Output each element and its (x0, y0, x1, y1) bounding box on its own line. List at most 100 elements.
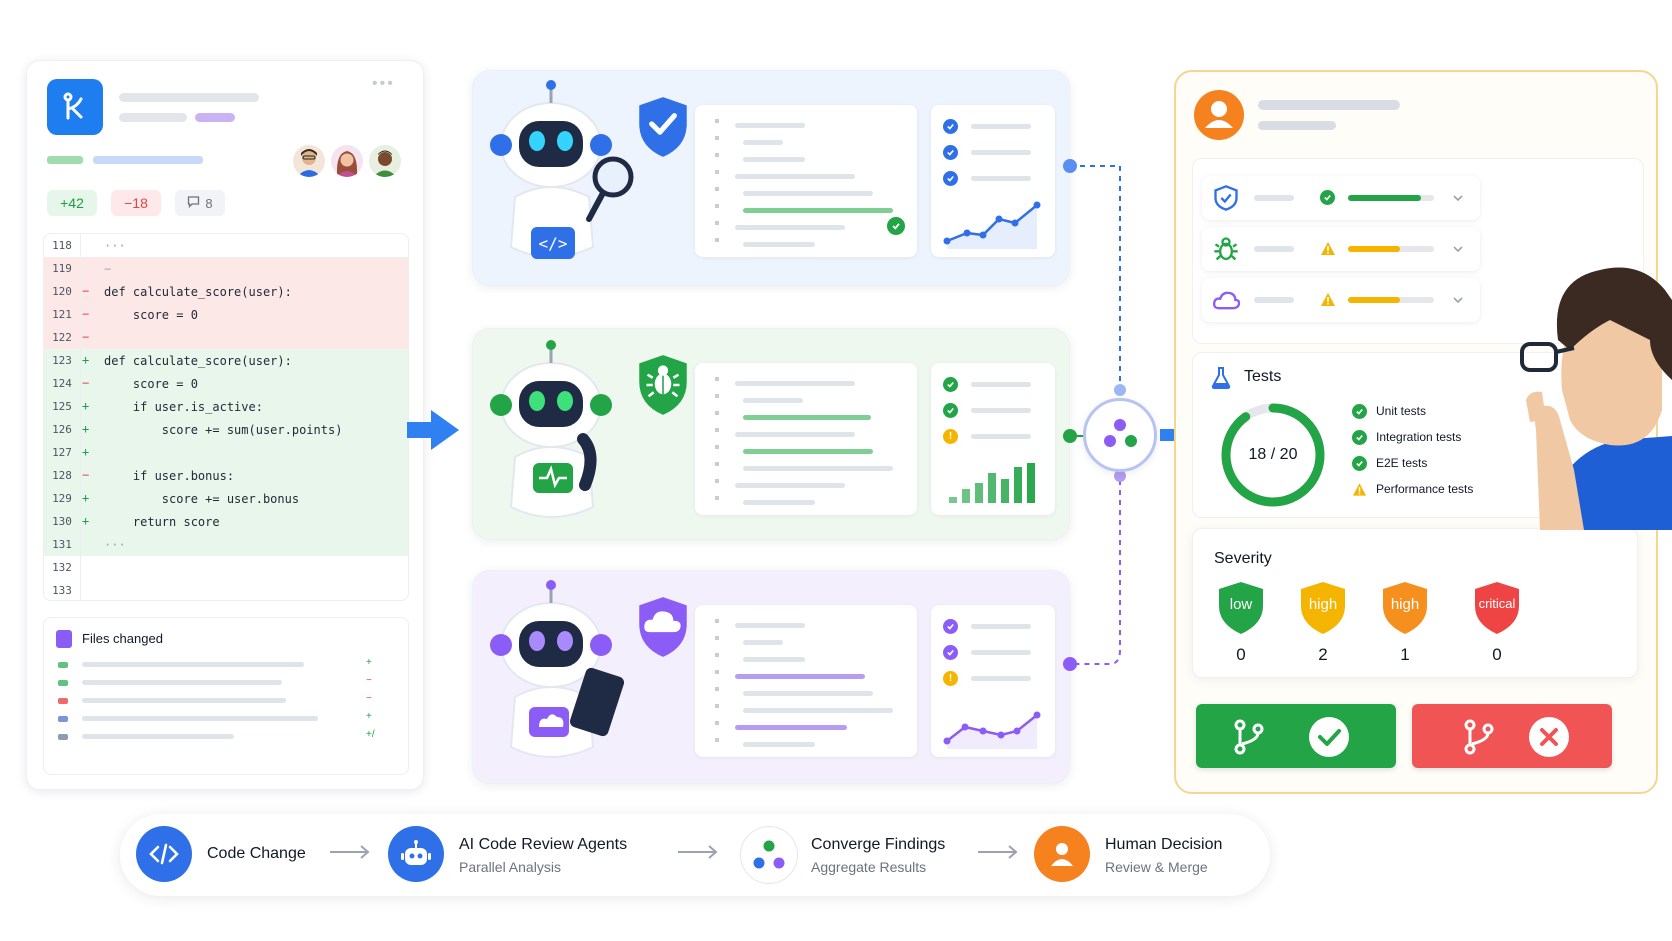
files-changed-panel: Files changed +−−++/ (43, 617, 409, 775)
agent-card-bugs[interactable]: ! (472, 328, 1070, 540)
bar-chart-icon (949, 463, 1035, 503)
severity-count: 2 (1318, 645, 1328, 664)
code-line: score += user.bonus (104, 492, 300, 506)
file-status-marker (58, 698, 68, 704)
severity-shield: critical (1472, 580, 1522, 636)
file-icon (56, 630, 72, 648)
test-label: Performance tests (1376, 482, 1474, 496)
finding-line (735, 225, 845, 230)
finding-line (735, 674, 865, 679)
robot-icon[interactable] (388, 826, 444, 882)
agent-card-cloud[interactable]: ! (472, 570, 1070, 784)
human-reviewer-illustration (1520, 267, 1672, 530)
diff-view: 118···119−120−def calculate_score(user):… (43, 233, 409, 601)
svg-text:</>: </> (539, 234, 568, 253)
user-avatar-icon (1194, 90, 1244, 140)
avatar[interactable] (331, 145, 363, 177)
step-subtitle: Parallel Analysis (459, 859, 561, 875)
line-number: 130 (52, 515, 72, 528)
finding-line (735, 123, 805, 128)
diff-sign: − (82, 468, 90, 482)
bug-shield-icon (639, 355, 687, 415)
file-status-marker (58, 716, 68, 722)
check-icon (1352, 430, 1367, 445)
shield-check-icon (639, 97, 687, 157)
reject-merge-button[interactable] (1412, 704, 1612, 768)
test-label: Integration tests (1376, 430, 1462, 444)
line-chart-icon (943, 711, 1041, 749)
finding-line (743, 742, 815, 747)
agent-card-security[interactable]: </> (472, 70, 1070, 286)
diff-sign: − (82, 284, 90, 298)
code-line: score += sum(user.points) (104, 423, 343, 437)
comments-badge[interactable]: 8 (175, 190, 225, 216)
comment-icon (187, 195, 200, 211)
file-status-marker (58, 734, 68, 740)
finding-row[interactable] (1202, 227, 1480, 271)
chevron-down-icon[interactable] (1452, 293, 1464, 311)
cloud-icon (1212, 291, 1240, 310)
severity-count: 0 (1492, 645, 1502, 664)
code-line: if user.bonus: (104, 469, 235, 483)
chevron-down-icon[interactable] (1452, 242, 1464, 260)
diff-row: 130+ return score (44, 510, 408, 533)
file-name-placeholder[interactable] (82, 680, 282, 685)
repo-logo-icon (47, 79, 103, 135)
line-number: 129 (52, 492, 72, 505)
code-line: ··· (104, 239, 126, 253)
user-icon[interactable] (1034, 826, 1090, 882)
check-icon (943, 119, 958, 134)
file-status-marker (58, 662, 68, 668)
file-name-placeholder[interactable] (82, 698, 286, 703)
line-number: 125 (52, 400, 72, 413)
check-icon (887, 217, 905, 235)
severity-label: low (1229, 596, 1253, 613)
approve-merge-button[interactable] (1196, 704, 1396, 768)
avatar[interactable] (369, 145, 401, 177)
findings-document (695, 105, 917, 257)
files-changed-title: Files changed (82, 631, 163, 646)
close-circle-icon (1528, 716, 1570, 763)
shield-icon (1214, 185, 1238, 211)
code-line: def calculate_score(user): (104, 354, 292, 368)
finding-row[interactable] (1202, 278, 1480, 322)
check-circle-icon (1308, 716, 1350, 763)
file-stat: − (366, 675, 372, 686)
branch-icon (1462, 718, 1496, 761)
status-chart-panel: ! (931, 363, 1055, 515)
code-line: return score (104, 515, 220, 529)
line-number: 124 (52, 377, 72, 390)
converge-icon[interactable] (740, 826, 798, 884)
severity-shield: high (1298, 580, 1348, 636)
warning-icon: ! (943, 671, 958, 686)
diff-sign: + (82, 445, 90, 459)
warning-icon (1320, 291, 1336, 307)
finding-level-bar (1348, 246, 1434, 252)
tests-progress-ring (1221, 403, 1325, 507)
step-title: Human Decision (1105, 836, 1223, 853)
severity-label: critical (1478, 596, 1516, 611)
status-chart-panel (931, 105, 1055, 257)
chevron-down-icon[interactable] (1452, 191, 1464, 209)
pull-request-card: ••• +42 −18 8 118···119−120−def calculat… (26, 60, 424, 790)
file-name-placeholder[interactable] (82, 734, 234, 739)
step-title: Converge Findings (811, 836, 946, 853)
more-dots-icon[interactable]: ••• (372, 75, 395, 92)
finding-level-bar (1348, 195, 1434, 201)
finding-line (743, 708, 893, 713)
diff-row: 123+def calculate_score(user): (44, 349, 408, 372)
tests-title: Tests (1244, 368, 1282, 385)
code-icon[interactable] (136, 826, 192, 882)
line-number: 126 (52, 423, 72, 436)
severity-title: Severity (1214, 550, 1272, 567)
severity-label: high (1390, 596, 1420, 613)
line-number: 132 (52, 561, 72, 574)
avatar[interactable] (293, 145, 325, 177)
finding-line (743, 415, 871, 420)
diff-row: 131··· (44, 533, 408, 556)
file-name-placeholder[interactable] (82, 662, 304, 667)
file-name-placeholder[interactable] (82, 716, 318, 721)
finding-row[interactable] (1202, 176, 1480, 220)
line-chart-icon (943, 201, 1041, 249)
diff-row: 119− (44, 257, 408, 280)
